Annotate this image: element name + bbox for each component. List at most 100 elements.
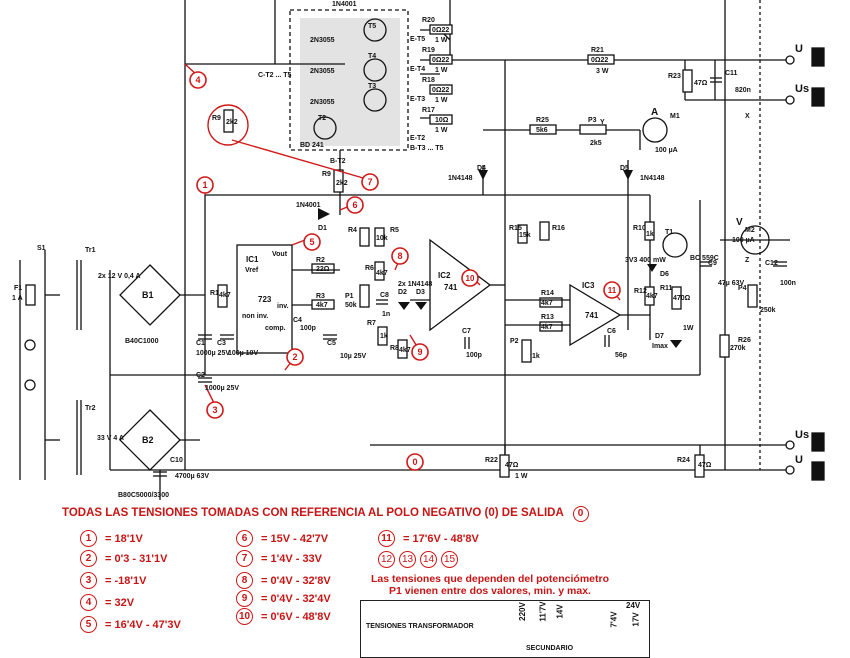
test-point-7 [361, 173, 379, 191]
label-r4: R4 [348, 227, 357, 234]
label-c1: C1 [196, 340, 205, 347]
meter-m1 [642, 117, 668, 143]
ic2-op-amp [429, 238, 492, 332]
label-c10: C10 [170, 457, 183, 464]
label-c5-value: 10µ 25V [340, 353, 367, 360]
label-c9: C9 [708, 260, 717, 267]
label-r15: R15 [509, 225, 522, 232]
label-1w: 1 W [435, 37, 448, 44]
label-noninv: non inv. [242, 313, 268, 320]
label-p2-value: 1k [532, 353, 540, 360]
label-c7-value: 100p [466, 352, 482, 359]
label-inv: inv. [277, 303, 289, 310]
label-r1: R1 [210, 290, 219, 297]
label-r6-value: 4k7 [376, 270, 388, 277]
label-r21-value: 0Ω22 [591, 57, 608, 64]
diode-d6 [647, 264, 657, 272]
label-ic2-value: 741 [444, 283, 458, 292]
label-r23-value: 47Ω [694, 80, 708, 87]
label-r11: R11 [660, 285, 673, 292]
label-bt2: B-T2 [330, 158, 346, 165]
label-r15-value: 15k [519, 232, 531, 239]
label-tr2-value: 33 V 4 A [97, 435, 124, 442]
label-us-bottom: Us [795, 429, 809, 441]
label-r19: R19 [422, 47, 435, 54]
label-r26: R26 [738, 337, 751, 344]
label-r12: R12 [634, 288, 647, 295]
label-1w: 1 W [435, 97, 448, 104]
ic1-723-block [236, 244, 293, 354]
label-bd241: BD 241 [300, 142, 324, 149]
label-tr2: Tr2 [85, 405, 96, 412]
label-r17-value: 10Ω [435, 117, 449, 124]
label-r9: R9 [322, 171, 331, 178]
test-point-label: 10 [466, 274, 475, 283]
label-f1: F1 [14, 285, 22, 292]
label-x: X [745, 113, 750, 120]
label-z: Z [745, 257, 750, 264]
label-r22-watt: 1 W [515, 473, 528, 480]
label-et4: E-T4 [410, 66, 425, 73]
label-c6: C6 [607, 328, 616, 335]
label-d5: D5 [620, 165, 629, 172]
test-point-label: 3 [212, 405, 217, 415]
test-point-label: 2 [292, 352, 297, 362]
label-d1: D1 [318, 225, 327, 232]
label-r23: R23 [668, 73, 681, 80]
ic3-op-amp [569, 283, 622, 347]
test-point-5 [303, 233, 321, 251]
label-d5-value: 1N4148 [640, 175, 665, 182]
terminal-u-negative [785, 465, 795, 475]
test-point-3 [206, 401, 224, 419]
label-c6-value: 56p [615, 352, 627, 359]
label-r3-value: 4k7 [316, 302, 328, 309]
label-b2: B2 [142, 435, 154, 445]
label-r6: R6 [365, 265, 374, 272]
label-c4: C4 [293, 317, 302, 324]
label-p1-value: 50k [345, 302, 357, 309]
label-bc559c: BC 559C [690, 255, 719, 262]
label-r2-value: 22Ω [316, 266, 330, 273]
label-r7: R7 [367, 320, 376, 327]
label-r8: R8 [390, 345, 399, 352]
diode-d5 [623, 170, 633, 180]
label-c7: C7 [462, 328, 471, 335]
label-vref: Vref [245, 267, 259, 274]
label-m1-value: 100 µA [655, 147, 678, 154]
test-point-1 [196, 176, 214, 194]
label-p4: P4 [738, 285, 747, 292]
test-point-8 [391, 247, 409, 265]
terminal-u-positive [785, 55, 795, 65]
label-t4: T4 [368, 53, 376, 60]
label-r9-value: 2k2 [226, 119, 238, 126]
label-r2: R2 [316, 257, 325, 264]
test-point-label: 5 [309, 237, 314, 247]
label-p1: P1 [345, 293, 354, 300]
led-d7 [670, 340, 682, 348]
label-b1: B1 [142, 290, 154, 300]
test-point-4 [189, 71, 207, 89]
label-et2: E-T2 [410, 135, 425, 142]
label-r10: R10 [633, 225, 646, 232]
label-r20: R20 [422, 17, 435, 24]
terminal-us-positive [785, 95, 795, 105]
label-r14-value: 4k7 [541, 300, 553, 307]
bridge-b2 [119, 409, 181, 471]
test-point-label: 6 [352, 200, 357, 210]
label-r9: R9 [212, 115, 221, 122]
label-r21: R21 [591, 47, 604, 54]
label-2n3055: 2N3055 [310, 99, 335, 106]
label-bt3t5: B-T3 ... T5 [410, 145, 444, 152]
label-top-diode: 1N4001 [332, 1, 357, 8]
label-r12-value: 4k7 [646, 293, 658, 300]
label-imax: Imax [652, 343, 668, 350]
label-d4-value: 1N4148 [448, 175, 473, 182]
diode-d2 [398, 302, 410, 310]
label-c5: C5 [327, 340, 336, 347]
test-point-label: 8 [397, 251, 402, 261]
label-et5: E-T5 [410, 36, 425, 43]
label-voltmeter: V [736, 217, 743, 228]
label-r5-value: 10k [376, 235, 388, 242]
test-point-9 [411, 343, 429, 361]
label-2n3055: 2N3055 [310, 37, 335, 44]
